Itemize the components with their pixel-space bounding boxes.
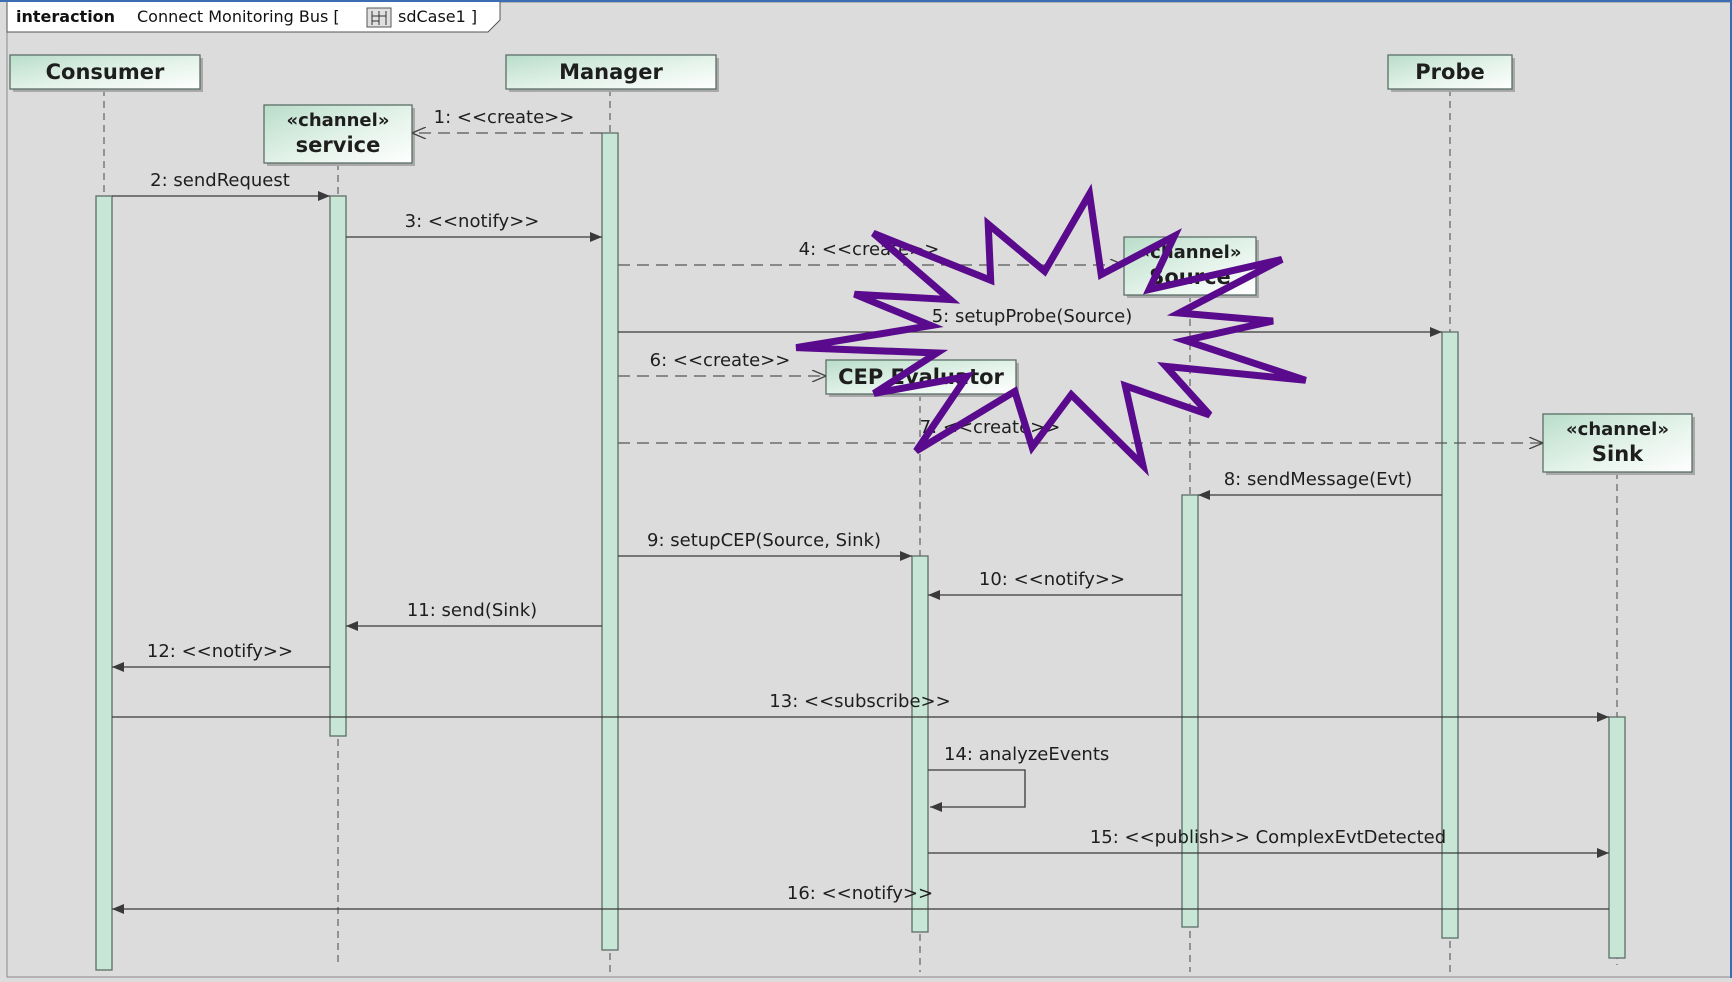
message-arrow [928,769,1026,812]
lifeline-head [9,54,201,90]
lifeline-name: Consumer [46,60,165,84]
lifeline-name: Manager [559,60,663,84]
frame-keyword: interaction [16,7,115,26]
frame-name: Connect Monitoring Bus [ [137,7,340,26]
message-5: 5: setupProbe(Source) [618,306,1442,337]
message-1: 1: <<create>> [412,107,602,133]
lifeline-head [263,104,413,164]
message-12: 12: <<notify>> [112,641,330,672]
activation-bar-service [329,195,347,737]
message-label: 8: sendMessage(Evt) [1224,469,1413,490]
message-16: 16: <<notify>> [112,883,1609,914]
activation-bar-manager [601,132,619,951]
activation-bar-cep [911,555,929,933]
message-label: 10: <<notify>> [979,569,1125,590]
message-label: 9: setupCEP(Source, Sink) [647,530,881,551]
lifeline-cep: CEP Evaluator [825,359,1019,972]
lifeline-head [1542,413,1693,473]
message-2: 2: sendRequest [112,170,330,201]
lifeline-head [505,54,717,90]
message-8: 8: sendMessage(Evt) [1198,469,1442,500]
message-label: 14: analyzeEvents [944,744,1109,765]
message-label: 5: setupProbe(Source) [932,306,1133,327]
message-label: 3: <<notify>> [405,211,540,232]
activation-bar-consumer [95,195,113,971]
sequence-diagram-icon [366,7,392,28]
lifeline-manager: Manager [505,54,719,972]
message-label: 13: <<subscribe>> [769,691,950,712]
message-7: 7: <<create>> [618,417,1543,443]
window-right-border [1730,0,1732,978]
activation-bar-sink [1608,716,1626,959]
message-label: 15: <<publish>> ComplexEvtDetected [1090,827,1446,848]
window-top-border [0,0,1732,2]
lifeline-stereotype: «channel» [1566,419,1669,440]
activation-bar-source [1181,494,1199,928]
message-10: 10: <<notify>> [928,569,1182,600]
lifeline-name: service [296,133,381,157]
message-label: 12: <<notify>> [147,641,293,662]
message-13: 13: <<subscribe>> [112,691,1609,722]
lifeline-sink: «channel»Sink [1542,413,1695,965]
message-11: 11: send(Sink) [346,600,602,631]
activation-bar-probe [1441,331,1459,939]
message-15: 15: <<publish>> ComplexEvtDetected [928,827,1609,858]
message-3: 3: <<notify>> [346,211,602,242]
lifeline-head [1387,54,1513,90]
message-label: 16: <<notify>> [787,883,933,904]
message-label: 6: <<create>> [650,350,791,371]
message-label: 1: <<create>> [434,107,575,128]
message-6: 6: <<create>> [618,350,826,376]
frame-diagram-ref: sdCase1 ] [398,7,477,26]
lifeline-name: Probe [1415,60,1484,84]
message-label: 2: sendRequest [150,170,290,191]
message-label: 11: send(Sink) [407,600,537,621]
message-9: 9: setupCEP(Source, Sink) [618,530,912,561]
message-14: 14: analyzeEvents [928,744,1109,812]
lifeline-stereotype: «channel» [287,110,390,131]
starburst-shape [795,183,1307,477]
lifeline-name: Sink [1592,442,1644,466]
